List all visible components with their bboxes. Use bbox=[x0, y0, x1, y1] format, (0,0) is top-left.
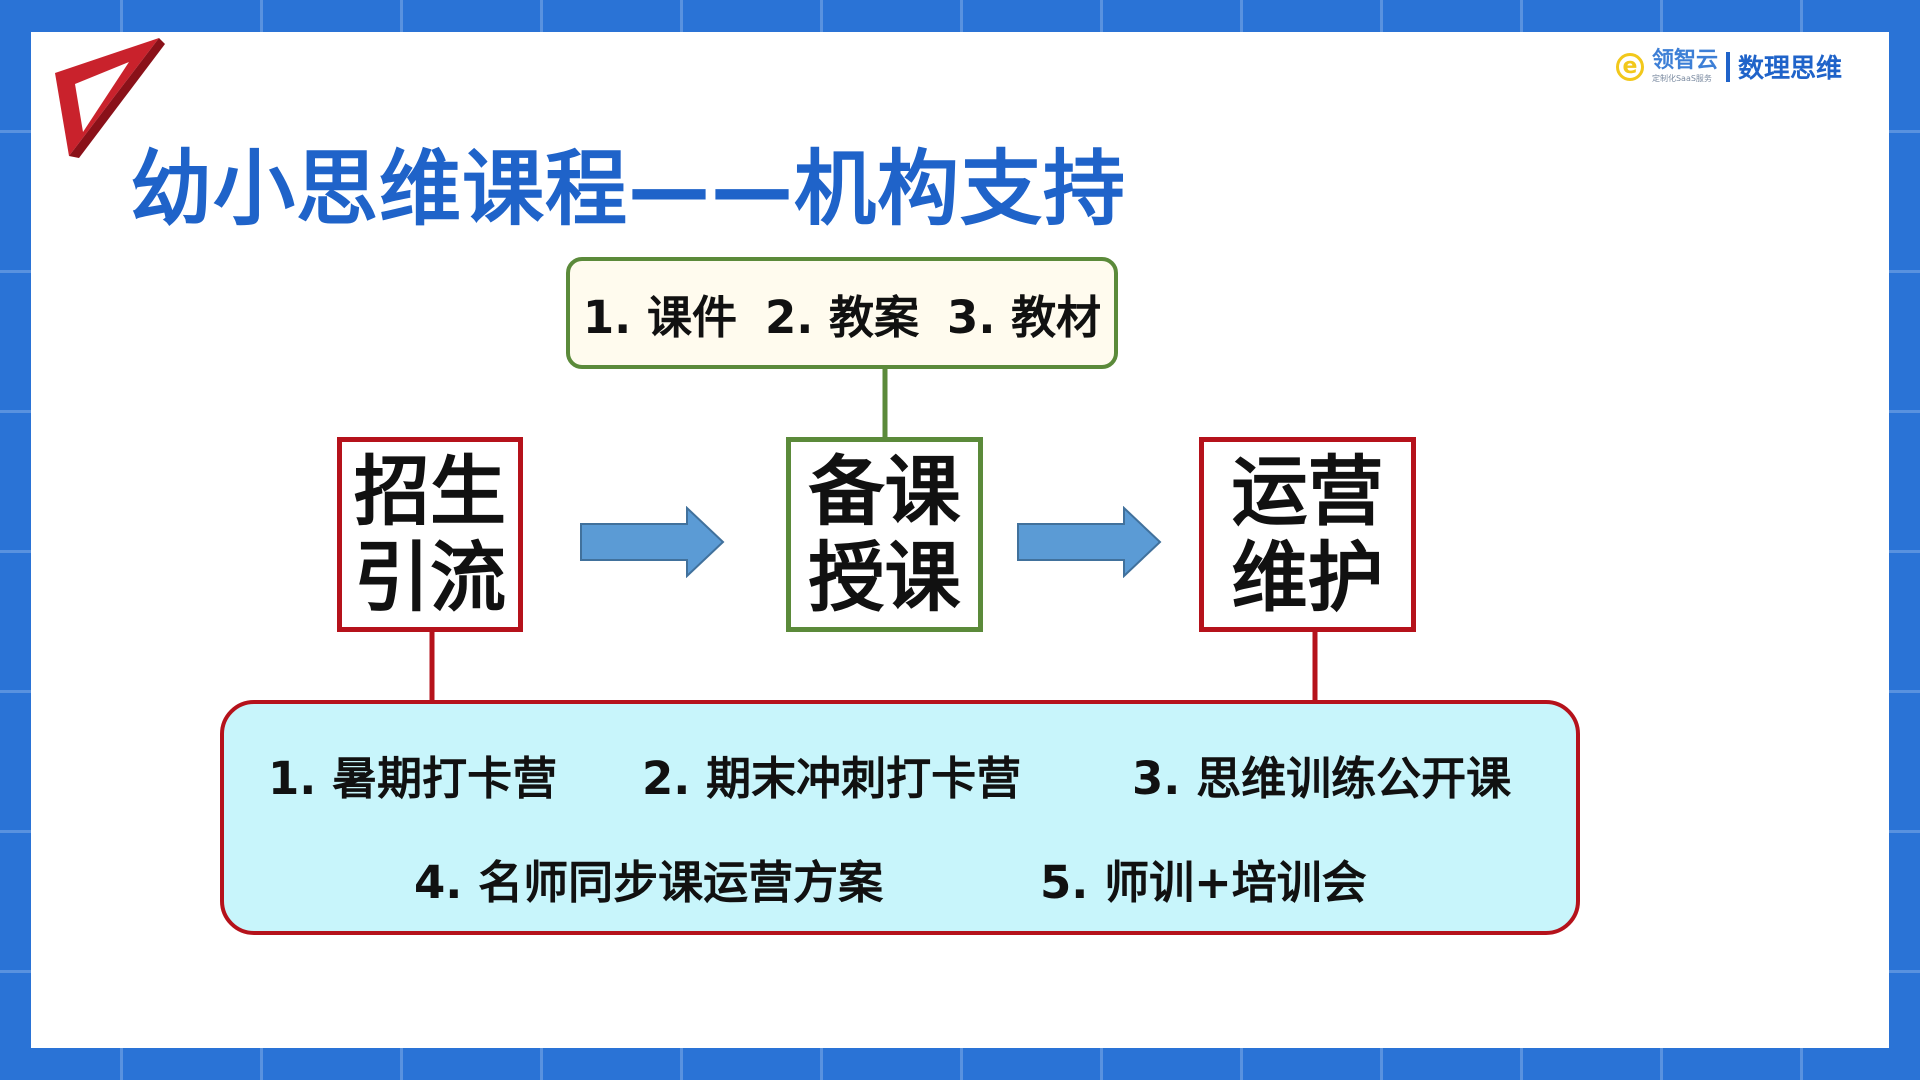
right-arrow-icon bbox=[1017, 506, 1162, 578]
stage-label-line: 招生 bbox=[354, 447, 506, 537]
right-arrow-icon bbox=[580, 506, 725, 578]
brand-logo: e 领智云 定制化SaaS服务 数理思维 bbox=[1615, 48, 1842, 85]
stage-label-line: 授课 bbox=[808, 532, 961, 622]
material-item: 1. 课件 bbox=[582, 290, 737, 344]
material-item: 3. 教材 bbox=[947, 290, 1102, 344]
materials-box: 1. 课件 2. 教案 3. 教材 bbox=[566, 257, 1118, 369]
brand-subtitle: 定制化SaaS服务 bbox=[1651, 74, 1712, 83]
brand-tagline: 数理思维 bbox=[1737, 54, 1842, 84]
stage-label-line: 维护 bbox=[1231, 532, 1384, 622]
stage-label-line: 运营 bbox=[1231, 447, 1384, 537]
activities-box: 1. 暑期打卡营 2. 期末冲刺打卡营 3. 思维训练公开课 4. 名师同步课运… bbox=[220, 700, 1580, 935]
activity-item: 4. 名师同步课运营方案 bbox=[414, 856, 884, 909]
page-title: 幼小思维课程——机构支持 bbox=[130, 142, 1127, 237]
brand-name-group: 领智云 定制化SaaS服务 bbox=[1652, 50, 1718, 83]
stage-recruit-box: 招生 引流 bbox=[337, 437, 523, 632]
stage-operate-box: 运营 维护 bbox=[1199, 437, 1416, 632]
brand-divider bbox=[1725, 51, 1730, 82]
activity-item: 2. 期末冲刺打卡营 bbox=[642, 752, 1022, 805]
activity-item: 5. 师训+培训会 bbox=[1040, 856, 1367, 909]
stage-teach-box: 备课 授课 bbox=[786, 437, 983, 632]
activity-item: 1. 暑期打卡营 bbox=[268, 752, 558, 805]
stage-label-line: 引流 bbox=[354, 532, 506, 622]
brand-name: 领智云 bbox=[1651, 48, 1718, 73]
activity-item: 3. 思维训练公开课 bbox=[1132, 752, 1512, 805]
stage-label-line: 备课 bbox=[808, 447, 961, 537]
red-triangle-logo bbox=[55, 38, 165, 158]
brand-e-icon: e bbox=[1615, 52, 1644, 81]
material-item: 2. 教案 bbox=[764, 290, 920, 344]
